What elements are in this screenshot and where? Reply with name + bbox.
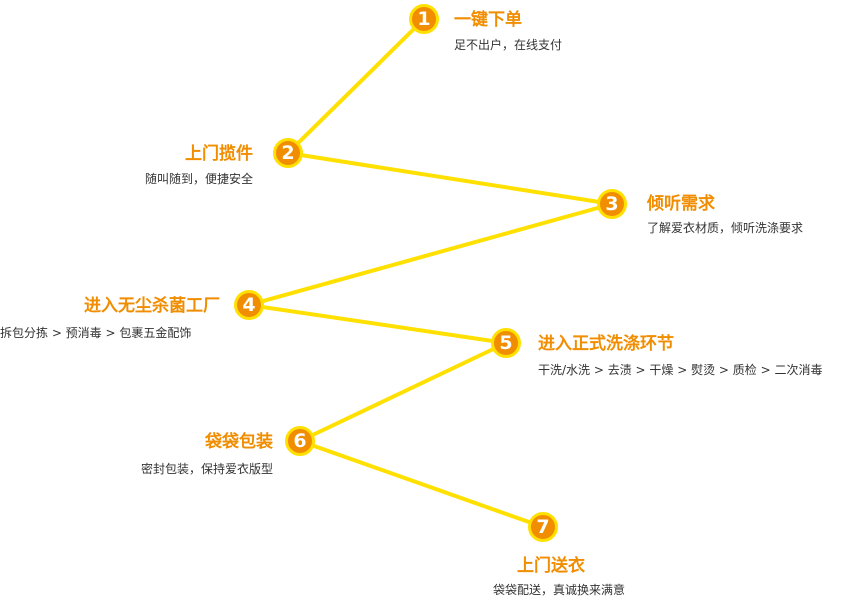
step-7-badge: 7 <box>528 512 558 542</box>
connector-6-7 <box>299 439 544 529</box>
step-1-desc: 足不出户，在线支付 <box>454 38 563 52</box>
step-5-title: 进入正式洗涤环节 <box>538 334 674 354</box>
step-1-badge: 1 <box>409 4 439 34</box>
connector-5-6 <box>299 341 507 443</box>
step-7-title: 上门送衣 <box>517 556 585 576</box>
step-4-desc: 拆包分拣 > 预消毒 > 包裹五金配饰 <box>0 326 192 340</box>
step-1-title: 一键下单 <box>454 10 522 30</box>
step-5-badge: 5 <box>491 328 521 358</box>
connector-4-5 <box>248 303 507 345</box>
step-3-desc: 了解爱衣材质，倾听洗涤要求 <box>647 221 804 235</box>
step-6-badge: 6 <box>285 426 315 456</box>
step-7-desc: 袋袋配送，真诚换来满意 <box>492 583 625 597</box>
step-3-badge: 3 <box>597 189 627 219</box>
connector-3-4 <box>248 202 613 307</box>
step-2-desc: 随叫随到，便捷安全 <box>144 172 253 186</box>
connector-2-3 <box>287 151 613 206</box>
step-2-title: 上门揽件 <box>185 144 253 164</box>
step-6-desc: 密封包装，保持爱衣版型 <box>140 462 273 476</box>
step-3-title: 倾听需求 <box>647 194 715 214</box>
step-2-badge: 2 <box>273 138 303 168</box>
step-5-desc: 干洗/水洗 > 去渍 > 干燥 > 熨烫 > 质检 > 二次消毒 <box>538 363 823 377</box>
step-6-title: 袋袋包装 <box>205 432 273 452</box>
step-4-badge: 4 <box>234 290 264 320</box>
connector-1-2 <box>286 17 426 155</box>
step-4-title: 进入无尘杀菌工厂 <box>84 296 220 316</box>
